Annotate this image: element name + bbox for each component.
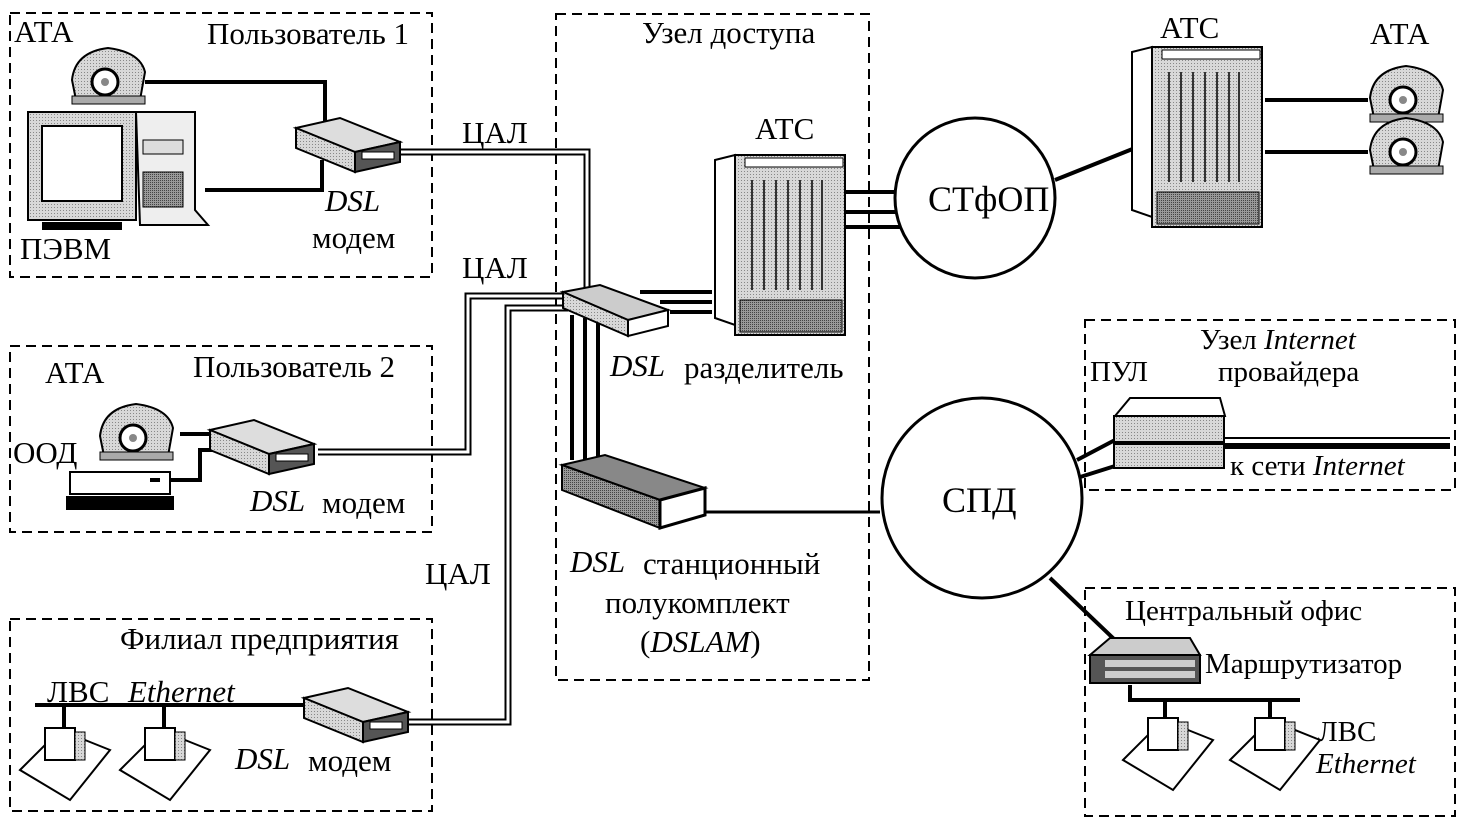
lan-label: ЛВС [47,674,110,709]
dte-label: ООД [13,435,78,470]
group-user1 [9,12,433,278]
modem-label: модем [312,220,396,255]
dte-terminal-icon [66,471,174,510]
remote-phone-label: АТА [1370,16,1430,51]
phone-label: АТА [14,14,74,49]
splitter-label: разделитель [684,350,844,385]
dsl-modem-icon [292,116,404,174]
remote-pbx-label: АТС [1160,10,1220,45]
modem-label: модем [322,485,406,520]
workstation-icon [1122,717,1214,791]
group-isp [1084,319,1456,491]
modem-prefix-label: DSL [250,483,306,518]
modem-prefix-label: DSL [235,741,291,776]
pbx-rack-icon [1131,46,1263,228]
phone-label: АТА [45,355,105,390]
dsl-line-label: ЦАЛ [462,250,528,285]
phone-icon [1368,116,1445,176]
dslam-label-line2: полукомплект [605,585,790,620]
lan-label: ЛВС [1318,716,1377,748]
pc-label: ПЭВМ [20,231,112,266]
access-server-icon [1112,397,1227,469]
group-user2 [9,345,433,533]
dslam-abbr-label: (DSLAM) [640,624,761,659]
phone-icon [70,46,147,105]
group-access-node [555,13,870,681]
group-title-user1: Пользователь 1 [207,16,409,51]
group-central [1084,587,1456,817]
pdn-network [880,396,1084,600]
pstn-label: СТфОП [928,179,1050,219]
group-title-central: Центральный офис [1125,595,1363,627]
workstation-icon [119,727,211,801]
lan-type-label: Ethernet [128,674,235,709]
splitter-prefix-label: DSL [610,348,666,383]
group-title-branch: Филиал предприятия [120,621,399,656]
lan-type-label: Ethernet [1316,748,1416,780]
group-title-access-node: Узел доступа [642,15,816,50]
phone-icon [1368,64,1445,124]
dsl-splitter-icon [559,283,672,338]
group-title-user2: Пользователь 2 [193,349,395,384]
isp-title: Узел [1200,324,1257,356]
dslam-label-line1: станционный [643,546,821,581]
isp-title-internet: Internet [1264,324,1356,356]
workstation-icon [1229,717,1321,791]
isp-title-line2: провайдера [1218,356,1360,388]
phone-icon [98,402,175,462]
dsl-modem-icon [209,419,315,475]
pdn-label: СПД [942,480,1017,520]
modem-label: модем [308,743,392,778]
to-net-label: к сети [1230,450,1306,482]
router-icon [1087,637,1202,684]
pc-icon [27,111,211,230]
router-label: Маршрутизатор [1205,648,1403,680]
dslam-prefix-label: DSL [570,544,626,579]
workstation-icon [18,727,112,802]
dsl-line-label: ЦАЛ [462,115,528,150]
pbx-rack-icon [714,153,846,336]
group-branch [9,618,433,812]
dsl-line-label: ЦАЛ [425,556,491,591]
modem-prefix-label: DSL [325,183,381,218]
pstn-network [893,116,1057,280]
dsl-modem-icon [303,687,409,743]
to-net-internet: Internet [1312,450,1405,482]
pbx-label: АТС [755,111,815,146]
dslam-icon [558,453,709,530]
pool-label: ПУЛ [1090,356,1148,388]
